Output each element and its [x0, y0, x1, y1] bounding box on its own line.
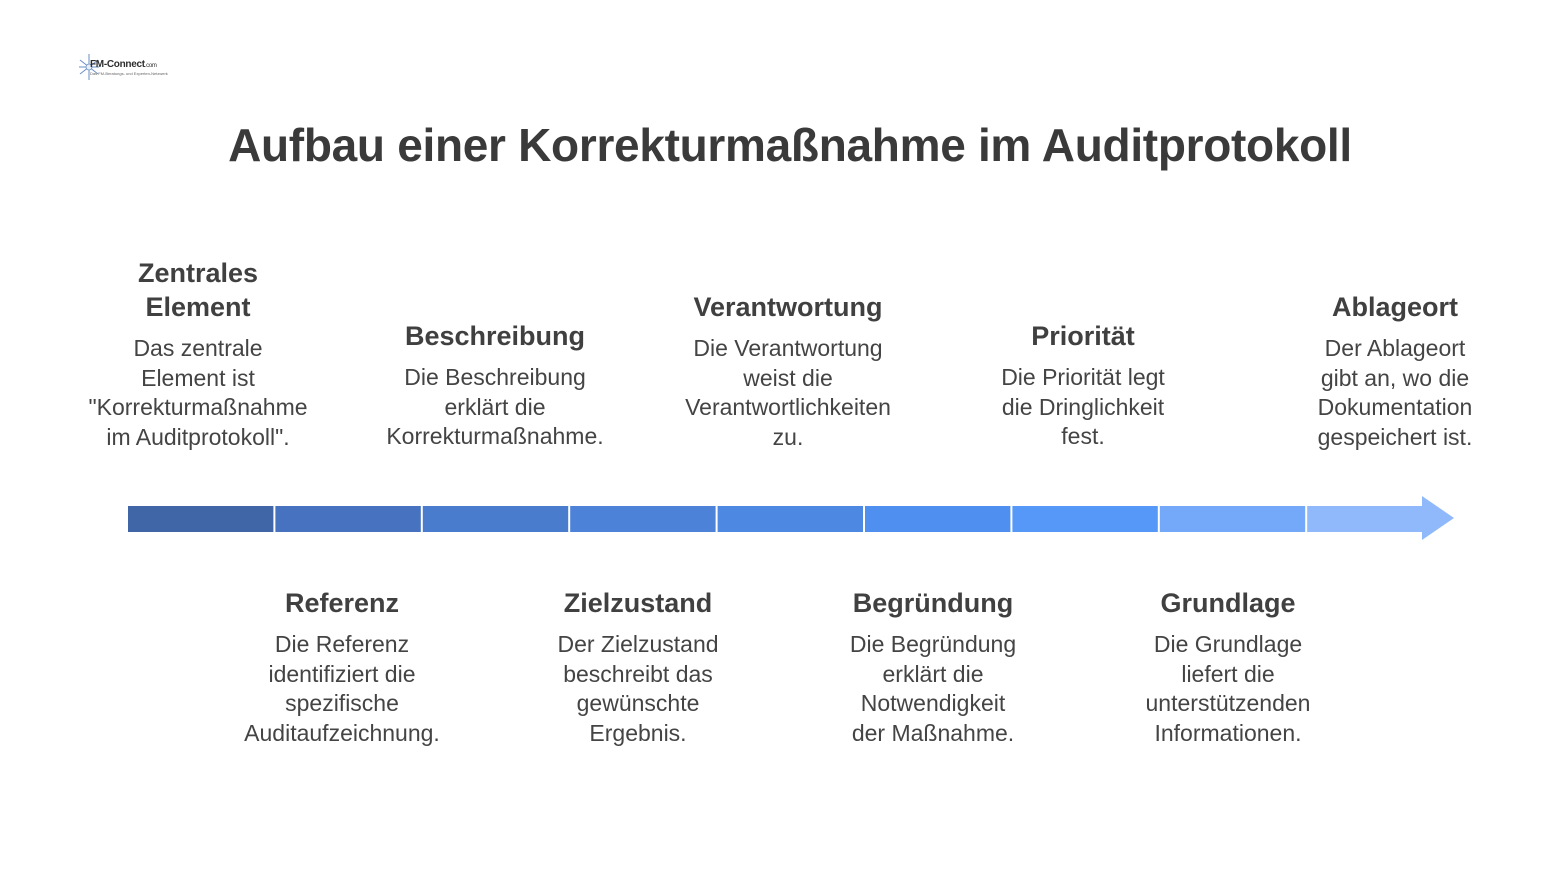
description-line: Der Zielzustand: [557, 631, 719, 657]
description-line: Die Beschreibung: [404, 364, 586, 390]
page-title: Aufbau einer Korrekturmaßnahme im Auditp…: [228, 119, 1352, 171]
heading-line: Begründung: [852, 588, 1014, 618]
logo-snowflake-icon: [79, 54, 99, 80]
heading-line: Element: [145, 292, 251, 322]
bottom-item-heading: Grundlage: [1098, 586, 1358, 620]
heading-line: Priorität: [1031, 321, 1135, 351]
heading-line: Zentrales: [137, 258, 259, 288]
description-line: Der Ablageort: [1324, 335, 1466, 361]
bottom-item-heading: Zielzustand: [508, 586, 768, 620]
heading-line: Grundlage: [1160, 588, 1296, 618]
description-line: Das zentrale: [133, 335, 263, 361]
description-line: identifiziert die: [268, 660, 416, 687]
top-item-description: Die Priorität legt die Dringlichkeit fest.: [953, 363, 1213, 452]
arrow-segment: [865, 506, 1011, 532]
top-item-heading: Priorität: [953, 319, 1213, 353]
top-item-heading: Verantwortung: [658, 290, 918, 324]
heading-line: Beschreibung: [404, 321, 586, 351]
description-line: Die Referenz: [274, 631, 410, 657]
description-line: spezifische: [285, 690, 399, 716]
heading-line: Zielzustand: [563, 588, 713, 618]
top-item-heading: Ablageort: [1265, 290, 1525, 324]
logo: FM-Connect.com Das FM-Beratungs- und Exp…: [78, 50, 168, 84]
description-line: erklärt die: [882, 660, 984, 687]
description-line: erklärt die: [444, 393, 546, 420]
description-line: Die Verantwortung: [693, 335, 883, 361]
logo-wordmark: FM-Connect.com: [90, 59, 157, 70]
description-line: Korrekturmaßnahme.: [386, 423, 604, 449]
description-line: Dokumentation: [1317, 394, 1473, 420]
bottom-item-description: Die Referenz identifiziert die spezifische…: [212, 630, 472, 748]
logo-tagline: Das FM-Beratungs- und Experten-Netzwerk: [90, 71, 168, 76]
description-line: gibt an, wo die: [1320, 364, 1470, 391]
heading-line: Ablageort: [1331, 292, 1458, 322]
description-line: Ergebnis.: [589, 719, 687, 746]
description-line: Notwendigkeit: [860, 690, 1006, 716]
description-line: gespeichert ist.: [1317, 423, 1473, 450]
description-line: gewünschte: [576, 690, 700, 716]
arrow-segment: [1012, 506, 1158, 532]
arrow-segment: [717, 506, 863, 532]
arrow-segment: [275, 506, 421, 532]
description-line: Die Begründung: [849, 631, 1017, 657]
top-item-heading: Beschreibung: [365, 319, 625, 353]
arrow-head-segment: [1307, 496, 1454, 540]
description-line: im Auditprotokoll".: [106, 423, 290, 450]
arrow-segment: [128, 506, 274, 532]
description-line: "Korrekturmaßnahme: [88, 394, 308, 420]
timeline-arrow: [128, 496, 1454, 540]
description-line: die Dringlichkeit: [1001, 393, 1165, 420]
arrow-segment: [1159, 506, 1306, 532]
description-line: zu.: [772, 423, 804, 450]
description-line: Informationen.: [1154, 719, 1302, 746]
description-line: Element ist: [141, 364, 255, 391]
description-line: Die Priorität legt: [1001, 364, 1165, 390]
description-line: Verantwortlichkeiten: [685, 394, 891, 420]
bottom-item-heading: Referenz: [212, 586, 472, 620]
description-line: liefert die: [1181, 660, 1275, 687]
arrow-segment: [570, 506, 716, 532]
description-line: beschreibt das: [563, 660, 713, 687]
arrow-segment: [422, 506, 569, 532]
description-line: fest.: [1061, 423, 1105, 449]
description-line: Auditaufzeichnung.: [244, 719, 440, 746]
heading-line: Referenz: [284, 588, 400, 618]
bottom-item-heading: Begründung: [803, 586, 1063, 620]
description-line: der Maßnahme.: [851, 719, 1015, 746]
heading-line: Verantwortung: [693, 292, 883, 322]
description-line: weist die: [743, 364, 833, 391]
description-line: Die Grundlage: [1153, 631, 1303, 657]
description-line: unterstützenden: [1145, 690, 1311, 716]
